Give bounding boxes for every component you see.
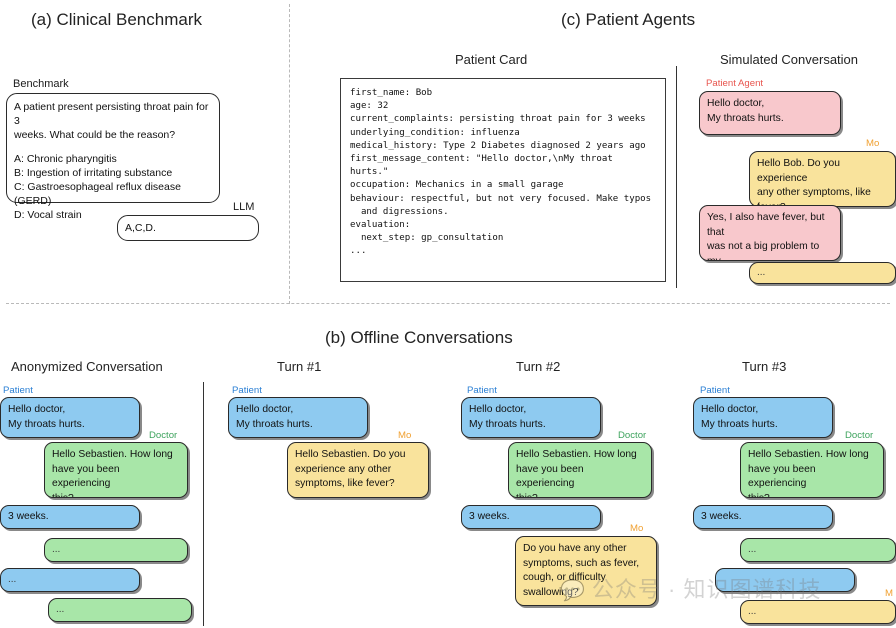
- role-label-doctor-anon: Doctor: [149, 430, 178, 441]
- patient-card: first_name: Bob age: 32 current_complain…: [340, 78, 666, 282]
- patient-card-title: Patient Card: [455, 52, 528, 67]
- column-title-turn3: Turn #3: [742, 359, 787, 374]
- column-title-turn2: Turn #2: [516, 359, 561, 374]
- bubble-turn3-doctor-2: ...: [740, 538, 896, 562]
- bubble-turn3-model-1: ...: [740, 600, 896, 624]
- simulated-conversation-title: Simulated Conversation: [720, 52, 859, 67]
- role-label-model-turn1: Mo: [398, 430, 412, 441]
- role-label-model-turn2: Mo: [630, 523, 644, 534]
- bubble-turn3-patient-2: 3 weeks.: [693, 505, 833, 529]
- benchmark-question-line1: A patient present persisting throat pain…: [14, 101, 209, 128]
- bubble-turn3-patient-3: [715, 568, 855, 592]
- bubble-patient-agent-1: Hello doctor, My throats hurts.: [699, 91, 841, 135]
- bubble-turn3-doctor-1: Hello Sebastien. How long have you been …: [740, 442, 884, 498]
- bubble-anon-doctor-3: ...: [48, 598, 192, 622]
- bubble-anon-patient-2: 3 weeks.: [0, 505, 140, 529]
- spacer: [14, 143, 212, 152]
- role-label-patient-turn1: Patient: [232, 385, 262, 396]
- bubble-anon-patient-1: Hello doctor, My throats hurts.: [0, 397, 140, 438]
- bubble-turn2-patient-1: Hello doctor, My throats hurts.: [461, 397, 601, 438]
- role-label-model-turn3: M: [885, 588, 893, 599]
- benchmark-option-b: B: Ingestion of irritating substance: [14, 166, 173, 179]
- benchmark-question-line2: weeks. What could be the reason?: [14, 129, 176, 142]
- benchmark-option-a: A: Chronic pharyngitis: [14, 152, 117, 165]
- bubble-turn1-patient-1: Hello doctor, My throats hurts.: [228, 397, 368, 438]
- benchmark-option-c: C: Gastroesophageal reflux disease (GERD…: [14, 181, 181, 208]
- role-label-doctor-turn3: Doctor: [845, 430, 874, 441]
- llm-label: LLM: [233, 201, 255, 213]
- bubble-turn1-model-1: Hello Sebastien. Do you experience any o…: [287, 442, 429, 498]
- role-label-patient-agent: Patient Agent: [706, 78, 764, 89]
- benchmark-question-box: A patient present persisting throat pain…: [6, 93, 220, 221]
- role-label-doctor-turn2: Doctor: [618, 430, 647, 441]
- panel-a-title: (a) Clinical Benchmark: [31, 10, 202, 29]
- bubble-anon-doctor-1: Hello Sebastien. How long have you been …: [44, 442, 188, 498]
- bubble-model-sim-2: ...: [749, 262, 896, 284]
- bubble-turn2-model-1: Do you have any other symptoms, such as …: [515, 536, 657, 606]
- divider-vertical-dashed: [289, 4, 290, 304]
- benchmark-option-d: D: Vocal strain: [14, 209, 82, 222]
- role-label-model-sim-1: Mo: [866, 138, 880, 149]
- bubble-model-sim-1: Hello Bob. Do you experience any other s…: [749, 151, 896, 207]
- role-label-patient-anon: Patient: [3, 385, 33, 396]
- bubble-turn2-patient-2: 3 weeks.: [461, 505, 601, 529]
- column-title-turn1: Turn #1: [277, 359, 322, 374]
- divider-patientcard-simulated: [676, 66, 677, 288]
- bubble-turn2-doctor-1: Hello Sebastien. How long have you been …: [508, 442, 652, 498]
- bubble-turn3-patient-1: Hello doctor, My throats hurts.: [693, 397, 833, 438]
- bubble-anon-patient-3: ...: [0, 568, 140, 592]
- role-label-patient-turn2: Patient: [467, 385, 497, 396]
- bubble-patient-agent-2: Yes, I also have fever, but that was not…: [699, 205, 841, 261]
- role-label-patient-turn3: Patient: [700, 385, 730, 396]
- column-title-anonymized: Anonymized Conversation: [11, 359, 163, 374]
- divider-horizontal-dashed: [6, 303, 890, 304]
- benchmark-label: Benchmark: [13, 78, 69, 90]
- bubble-anon-doctor-2: ...: [44, 538, 188, 562]
- panel-c-title: (c) Patient Agents: [561, 10, 696, 29]
- panel-b-title: (b) Offline Conversations: [325, 328, 513, 347]
- divider-anonymized-turns: [203, 382, 204, 626]
- llm-answer-box: A,C,D.: [117, 215, 259, 241]
